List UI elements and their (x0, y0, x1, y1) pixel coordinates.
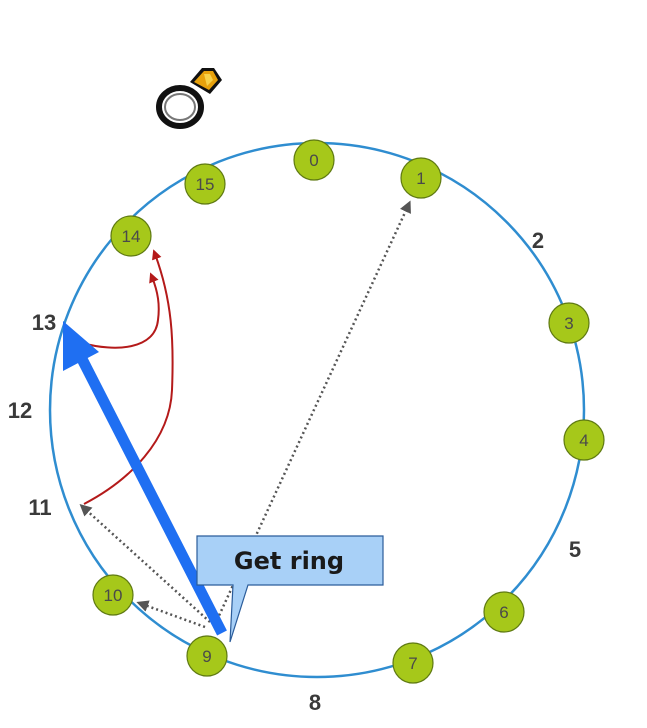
node-4[interactable]: 4 (563, 419, 605, 461)
finger-arrow-13-to-14 (81, 272, 160, 349)
diamond-ring-icon (156, 68, 222, 129)
node-6-label: 6 (499, 603, 508, 622)
lookup-arrow-9-to-10 (136, 600, 206, 629)
node-1[interactable]: 1 (400, 157, 442, 199)
position-label-11: 11 (28, 495, 51, 520)
position-label-13: 13 (32, 310, 56, 335)
node-7[interactable]: 7 (392, 642, 434, 684)
node-3-label: 3 (564, 314, 573, 333)
node-4-label: 4 (579, 431, 588, 450)
node-3[interactable]: 3 (548, 302, 590, 344)
get-ring-callout: Get ring (196, 535, 384, 643)
callout-text: Get ring (234, 547, 344, 575)
node-14-label: 14 (122, 227, 141, 246)
node-9-label: 9 (202, 647, 211, 666)
node-15-label: 15 (196, 175, 215, 194)
node-0[interactable]: 0 (293, 139, 335, 181)
node-0-label: 0 (309, 151, 318, 170)
position-label-5: 5 (569, 537, 581, 562)
node-9[interactable]: 9 (186, 635, 228, 677)
node-1-label: 1 (416, 169, 425, 188)
highlight-arrow-shaft (76, 354, 227, 636)
node-7-label: 7 (408, 654, 417, 673)
node-6[interactable]: 6 (483, 591, 525, 633)
node-15[interactable]: 15 (184, 163, 226, 205)
position-label-12: 12 (8, 398, 32, 423)
node-10[interactable]: 10 (92, 574, 134, 616)
position-label-8: 8 (309, 690, 321, 715)
node-14[interactable]: 14 (110, 215, 152, 257)
position-label-2: 2 (532, 228, 544, 253)
node-10-label: 10 (104, 586, 123, 605)
highlight-arrow-head (63, 321, 99, 371)
lookup-arrow-9-to-11 (79, 503, 211, 623)
finger-arrow-11-to-14 (83, 249, 174, 505)
